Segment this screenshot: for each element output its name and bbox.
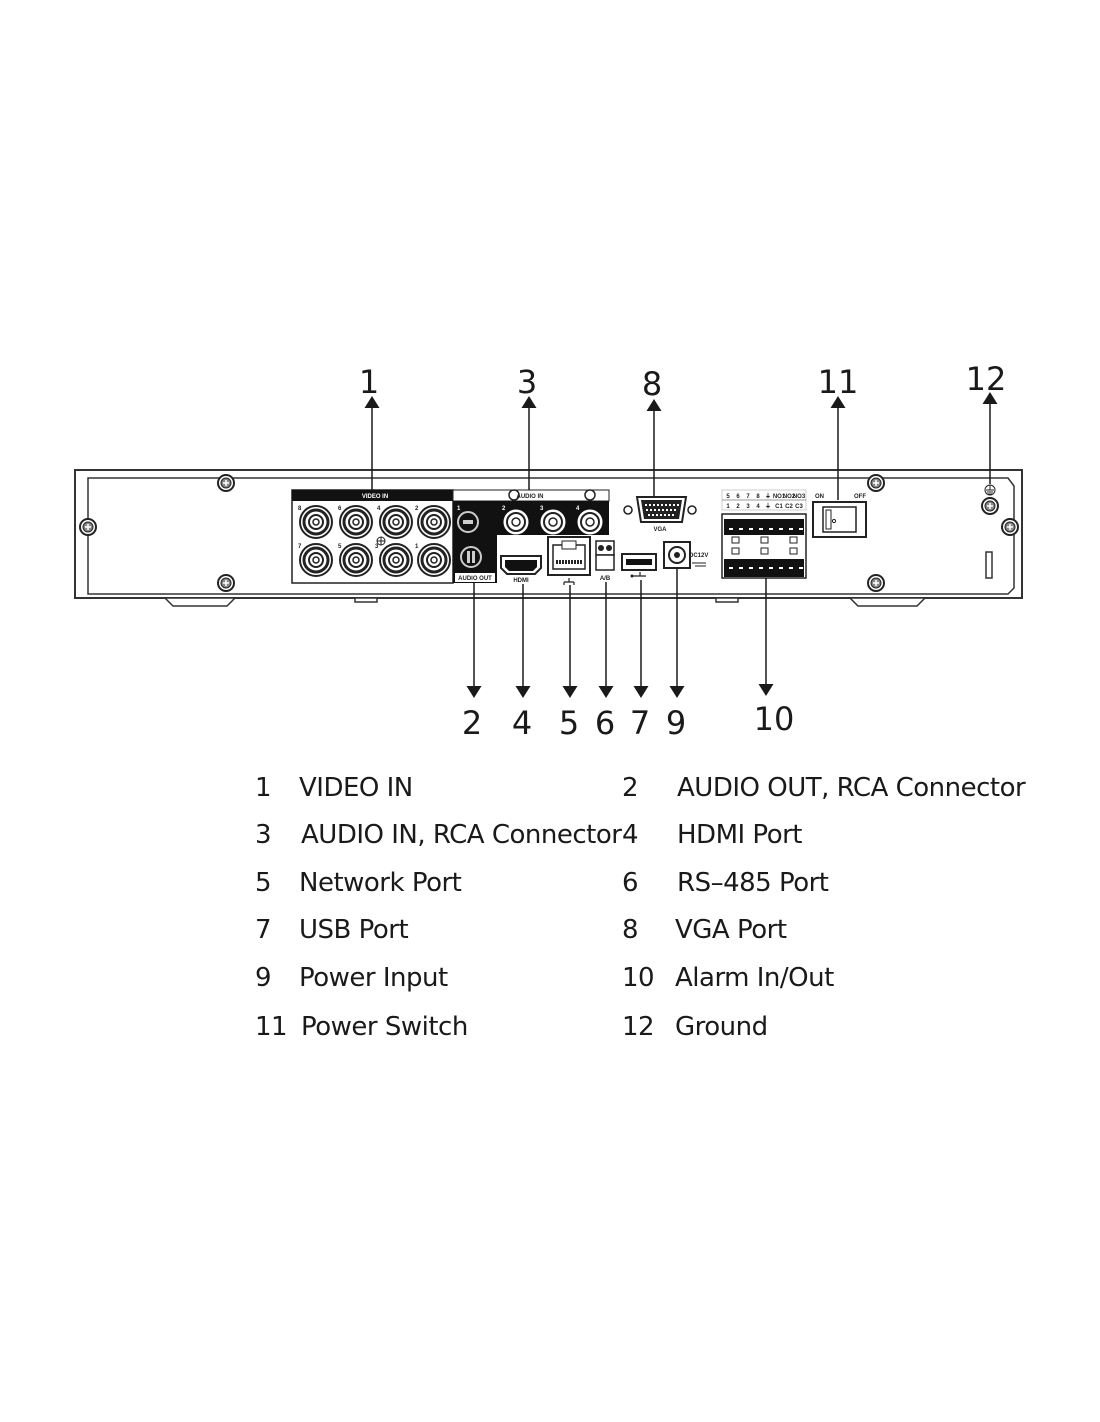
legend-label: Network Port: [299, 868, 462, 898]
audio-in-label: AUDIO IN: [517, 494, 544, 500]
legend-number: 7: [255, 915, 272, 945]
usb-port[interactable]: [621, 553, 657, 578]
alarm-pin-label: C1: [775, 504, 783, 510]
alarm-pin-label: 1: [726, 504, 730, 510]
legend-label: AUDIO IN, RCA Connector: [301, 820, 622, 850]
network-port[interactable]: [547, 536, 591, 585]
rs485-port[interactable]: A/B: [595, 540, 615, 582]
legend-label: AUDIO OUT, RCA Connector: [677, 773, 1026, 803]
legend-number: 3: [255, 820, 272, 850]
legend-number: 10: [622, 963, 655, 993]
ab-label: A/B: [600, 576, 611, 582]
svg-text:7: 7: [630, 704, 650, 742]
svg-text:5: 5: [559, 704, 579, 742]
svg-text:4: 4: [512, 704, 532, 742]
legend-number: 9: [255, 963, 272, 993]
callout-arrows: [364, 392, 998, 698]
alarm-pin-label: C2: [785, 504, 793, 510]
alarm-pin-label: NO1: [773, 494, 786, 500]
hdmi-port[interactable]: HDMI: [500, 555, 542, 584]
alarm-pin-label: NO2: [783, 494, 796, 500]
legend-number: 2: [622, 773, 639, 803]
alarm-pin-label: 7: [746, 494, 750, 500]
svg-text:6: 6: [595, 704, 615, 742]
svg-text:4: 4: [377, 506, 381, 512]
legend-label: VGA Port: [675, 915, 787, 945]
legend-number: 1: [255, 773, 272, 803]
power-input[interactable]: DC12V: [663, 541, 708, 569]
svg-text:2: 2: [415, 506, 419, 512]
svg-text:1: 1: [457, 506, 461, 512]
alarm-pin-label: 4: [756, 504, 760, 510]
svg-text:5: 5: [338, 544, 342, 550]
svg-text:3: 3: [517, 363, 537, 401]
alarm-pin-label: C3: [795, 504, 803, 510]
svg-text:4: 4: [576, 506, 580, 512]
hdmi-logo: HDMI: [513, 578, 529, 584]
svg-text:8: 8: [298, 506, 302, 512]
alarm-pin-label: ⏚: [765, 503, 771, 510]
legend-number: 5: [255, 868, 272, 898]
vga-label: VGA: [653, 527, 667, 533]
svg-text:6: 6: [338, 506, 342, 512]
legend-label: RS–485 Port: [677, 868, 829, 898]
switch-off-label: OFF: [854, 494, 866, 500]
legend-label: Alarm In/Out: [675, 963, 834, 993]
video-in-label: VIDEO IN: [362, 494, 388, 500]
video-in-block: VIDEO IN 8 6 4 2 7 5 3 1: [291, 489, 454, 584]
legend-label: USB Port: [299, 915, 409, 945]
alarm-pin-label: NO3: [793, 494, 806, 500]
svg-text:10: 10: [754, 700, 795, 738]
svg-text:3: 3: [375, 544, 379, 550]
svg-text:3: 3: [540, 506, 544, 512]
alarm-pin-label: 6: [736, 494, 740, 500]
alarm-pin-label: 8: [756, 494, 760, 500]
legend-number: 12: [622, 1012, 655, 1042]
svg-text:1: 1: [415, 544, 419, 550]
switch-on-label: ON: [815, 494, 824, 500]
legend-label: HDMI Port: [677, 820, 802, 850]
network-icon: [563, 578, 575, 585]
svg-text:1: 1: [359, 363, 379, 401]
legend-label: Power Input: [299, 963, 448, 993]
svg-text:8: 8: [642, 365, 662, 403]
legend-label: Ground: [675, 1012, 768, 1042]
legend-number: 8: [622, 915, 639, 945]
legend-number: 4: [622, 820, 639, 850]
alarm-pin-label: ⏚: [765, 493, 771, 500]
legend-label: VIDEO IN: [299, 773, 413, 803]
legend-number: 6: [622, 868, 639, 898]
svg-text:2: 2: [502, 506, 506, 512]
svg-text:11: 11: [818, 363, 859, 401]
audio-out-label: AUDIO OUT: [458, 576, 492, 582]
power-switch[interactable]: ON OFF: [812, 494, 867, 538]
ground-symbol-icon: [376, 536, 386, 546]
rca-connectors[interactable]: [457, 509, 603, 568]
svg-text:2: 2: [462, 704, 482, 742]
alarm-pin-label: 5: [726, 494, 730, 500]
callout-numbers: 1 3 8 11 12 2 4 5 6 7 9 10: [359, 360, 1007, 742]
vga-port[interactable]: VGA: [623, 496, 697, 533]
svg-text:7: 7: [298, 544, 302, 550]
svg-text:9: 9: [666, 704, 686, 742]
legend-number: 11: [255, 1012, 288, 1042]
alarm-pin-label: 3: [746, 504, 750, 510]
audio-block: AUDIO IN AUDIO OUT 1 2 3 4: [452, 489, 610, 583]
svg-text:12: 12: [966, 360, 1007, 398]
usb-icon: [630, 572, 646, 578]
ground-terminal[interactable]: [981, 484, 999, 515]
legend-label: Power Switch: [301, 1012, 468, 1042]
alarm-pin-label: 2: [736, 504, 740, 510]
dc12v-label: DC12V: [689, 553, 708, 559]
